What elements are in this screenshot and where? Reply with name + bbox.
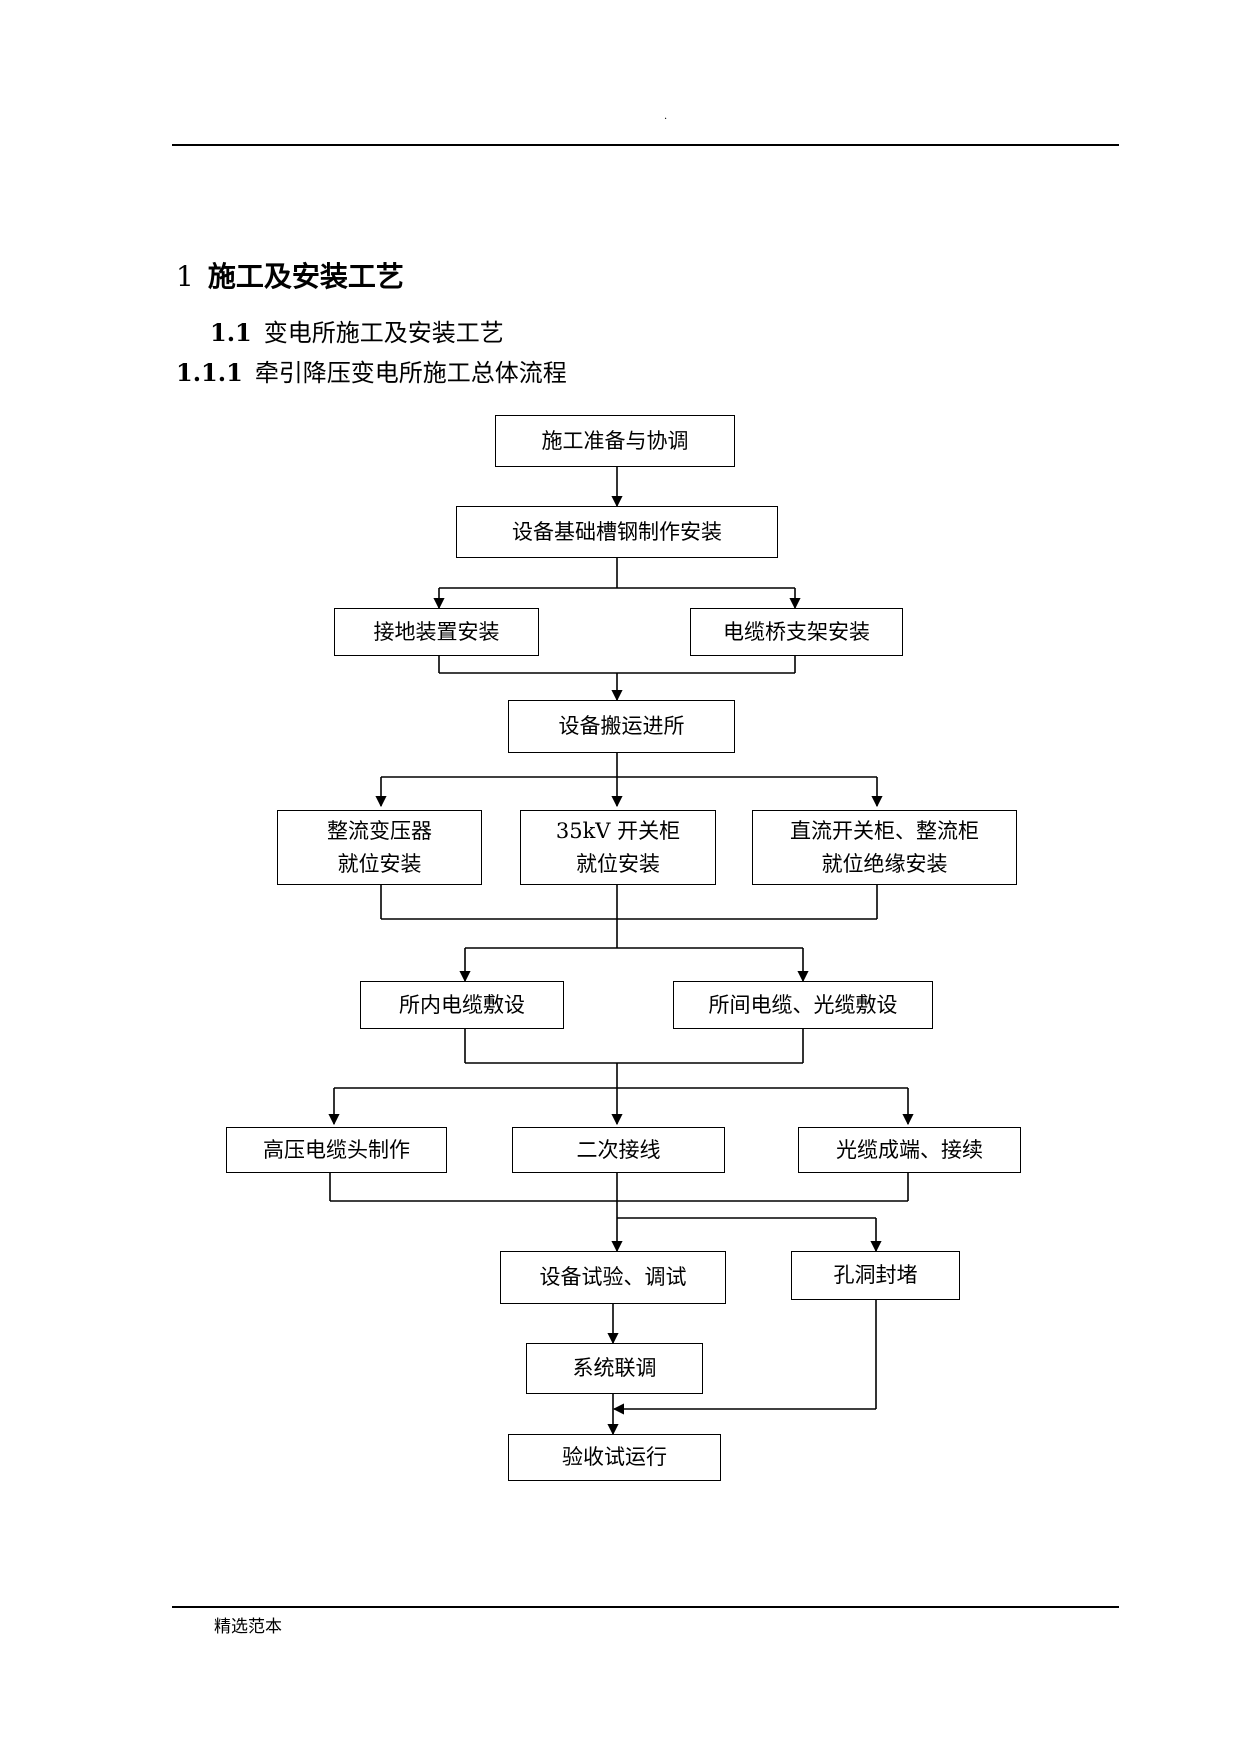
box-cable-inside-label: 所内电缆敷设 (399, 992, 525, 1017)
box-grounding: 接地装置安装 (334, 608, 539, 656)
box-transport-label: 设备搬运进所 (558, 714, 685, 738)
box-dc-switchgear-line1: 直流开关柜、整流柜 (790, 818, 979, 843)
box-system-tuning-label: 系统联调 (572, 1356, 657, 1380)
section-number: 1 (176, 260, 194, 293)
box-acceptance-label: 验收试运行 (562, 1445, 667, 1469)
header-dot: . (664, 111, 668, 122)
subsubsection-title: 牵引降压变电所施工总体流程 (254, 359, 567, 387)
box-secondary-wiring-label: 二次接线 (576, 1137, 661, 1162)
section-title: 施工及安装工艺 (207, 260, 404, 293)
subsubsection-heading: 1.1.1 牵引降压变电所施工总体流程 (176, 356, 567, 390)
footer-rule (172, 1606, 1119, 1608)
box-switchgear-35kv-line1: 35kV 开关柜 (555, 818, 681, 843)
box-equipment-test-label: 设备试验、调试 (539, 1265, 687, 1289)
box-dc-switchgear-line2: 就位绝缘安装 (821, 851, 948, 876)
box-cable-tray-label: 电缆桥支架安装 (723, 619, 870, 644)
box-dc-switchgear: 直流开关柜、整流柜 就位绝缘安装 (752, 810, 1017, 885)
subsection-number: 1.1 (210, 318, 252, 347)
box-hole-sealing: 孔洞封堵 (791, 1251, 960, 1300)
box-cable-tray: 电缆桥支架安装 (690, 608, 903, 656)
box-equipment-test: 设备试验、调试 (500, 1251, 726, 1304)
box-transport: 设备搬运进所 (508, 700, 735, 753)
box-rectifier-transformer-line2: 就位安装 (337, 851, 422, 876)
footer-text: 精选范本 (214, 1617, 282, 1637)
box-hole-sealing-label: 孔洞封堵 (833, 1263, 918, 1287)
box-hv-cable-head-label: 高压电缆头制作 (263, 1137, 410, 1162)
box-prep-label: 施工准备与协调 (541, 428, 689, 453)
box-channel-steel: 设备基础槽钢制作安装 (456, 506, 778, 558)
box-grounding-label: 接地装置安装 (373, 619, 500, 644)
box-secondary-wiring: 二次接线 (512, 1127, 725, 1173)
box-cable-between-label: 所间电缆、光缆敷设 (708, 992, 898, 1017)
box-hv-cable-head: 高压电缆头制作 (226, 1127, 447, 1173)
box-switchgear-35kv: 35kV 开关柜 就位安装 (520, 810, 716, 885)
box-channel-steel-label: 设备基础槽钢制作安装 (512, 519, 722, 544)
box-system-tuning: 系统联调 (526, 1343, 703, 1394)
box-rectifier-transformer: 整流变压器 就位安装 (277, 810, 482, 885)
box-rectifier-transformer-line1: 整流变压器 (327, 818, 432, 843)
box-switchgear-35kv-line2: 就位安装 (576, 851, 660, 876)
box-prep: 施工准备与协调 (495, 415, 735, 467)
subsection-title: 变电所施工及安装工艺 (263, 319, 504, 347)
box-cable-between: 所间电缆、光缆敷设 (673, 981, 933, 1029)
subsubsection-number: 1.1.1 (176, 358, 243, 387)
subsection-heading: 1.1 变电所施工及安装工艺 (210, 316, 504, 350)
box-fiber-termination: 光缆成端、接续 (798, 1127, 1021, 1173)
box-cable-inside: 所内电缆敷设 (360, 981, 564, 1029)
header-rule (172, 144, 1119, 146)
box-fiber-termination-label: 光缆成端、接续 (836, 1137, 983, 1162)
box-acceptance: 验收试运行 (508, 1434, 721, 1481)
section-heading: 1 施工及安装工艺 (176, 258, 404, 296)
